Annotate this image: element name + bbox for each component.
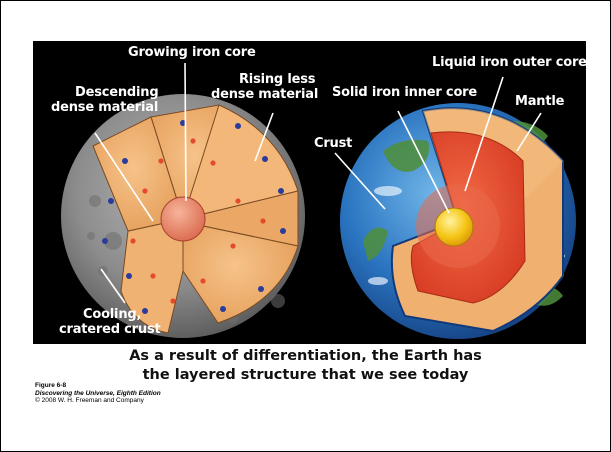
caption-line-1: As a result of differentiation, the Eart… bbox=[0, 347, 611, 366]
copyright-line: © 2008 W. H. Freeman and Company bbox=[35, 397, 161, 405]
label-rising-line2: dense material bbox=[211, 87, 318, 102]
figure-number: Figure 6-8 bbox=[35, 382, 161, 390]
label-rising-line1: Rising less bbox=[239, 72, 315, 87]
label-solid-inner-core: Solid iron inner core bbox=[332, 85, 477, 100]
label-descending-line1: Descending bbox=[75, 85, 158, 100]
solid-inner-core bbox=[435, 208, 473, 246]
label-growing-iron-core: Growing iron core bbox=[128, 45, 256, 60]
label-mantle: Mantle bbox=[515, 94, 564, 109]
book-title: Discovering the Universe, Eighth Edition bbox=[35, 390, 161, 398]
label-cooling-line2: cratered crust bbox=[59, 322, 161, 337]
figure-caption: As a result of differentiation, the Eart… bbox=[0, 347, 611, 385]
figure-panel: Growing iron core Descending dense mater… bbox=[33, 41, 586, 344]
label-liquid-outer-core: Liquid iron outer core bbox=[432, 55, 586, 70]
growing-iron-core bbox=[161, 197, 205, 241]
label-crust: Crust bbox=[314, 136, 352, 151]
label-cooling-line1: Cooling, bbox=[83, 307, 141, 322]
figure-credits: Figure 6-8 Discovering the Universe, Eig… bbox=[35, 382, 161, 405]
label-descending-line2: dense material bbox=[51, 100, 158, 115]
